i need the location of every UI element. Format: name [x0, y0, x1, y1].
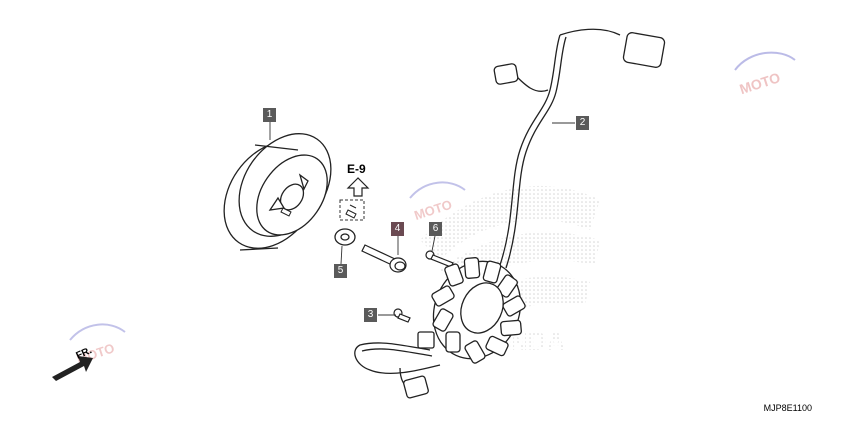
- stator-drawing: [431, 257, 526, 364]
- washer-drawing: [334, 228, 356, 246]
- ref-arrow-icon: [346, 177, 370, 197]
- leader-lines: [269, 121, 575, 316]
- reference-label: E-9: [347, 162, 366, 176]
- flywheel-screw-drawing: [280, 207, 292, 217]
- flange-bolt-drawing: [361, 244, 407, 273]
- clamp-screw-drawing: [393, 308, 411, 323]
- callout-4: 4: [391, 222, 404, 236]
- callout-6: 6: [429, 222, 442, 236]
- callout-2: 2: [576, 116, 589, 130]
- ref-bolt-drawing: [339, 199, 365, 221]
- svg-text:MOTO: MOTO: [738, 69, 783, 97]
- callout-5: 5: [334, 264, 347, 278]
- moto-watermark-icon: MOTO: [734, 51, 796, 97]
- callout-1: 1: [263, 108, 276, 122]
- flywheel-drawing: [223, 133, 332, 251]
- diagram-code: MJP8E1100: [763, 403, 812, 413]
- stator-bolt-drawing: [425, 250, 454, 268]
- wire-connector-icon: [403, 32, 666, 399]
- callout-3: 3: [364, 308, 377, 322]
- front-direction-arrow-icon: [52, 356, 93, 381]
